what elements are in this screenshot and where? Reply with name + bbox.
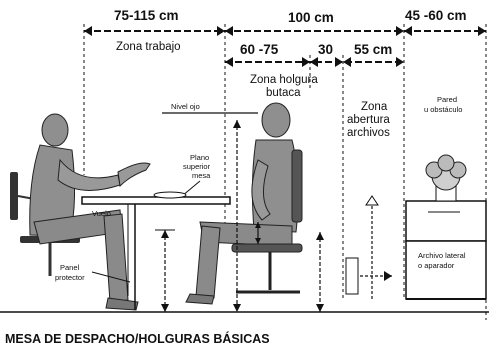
dim-75-115: 75-115 cm — [114, 8, 179, 23]
zona-archivos-label-1: Zona — [361, 101, 388, 113]
zona-archivos-label-3: archivos — [347, 127, 390, 139]
desk — [81, 191, 231, 312]
pared-label-2: u obstáculo — [424, 105, 462, 114]
vertical-dimensions — [233, 120, 324, 312]
plano-label-3: mesa — [192, 171, 211, 180]
archivo-label-1: Archivo lateral — [418, 251, 466, 260]
dim-100: 100 cm — [288, 10, 334, 25]
plano-label-2: superior — [183, 162, 211, 171]
nivel-ojo-label: Nivel ojo — [171, 102, 200, 111]
zona-archivos-label-2: abertura — [347, 114, 390, 126]
vuelo-label: Vuelo — [92, 209, 111, 218]
zona-holgura-label-2: butaca — [266, 87, 301, 99]
right-seated-figure — [185, 102, 303, 305]
dim-45-60: 45 -60 cm — [405, 8, 467, 23]
second-dimension-line — [225, 55, 404, 300]
zona-trabajo-label: Zona trabajo — [116, 41, 181, 53]
dim-60-75: 60 -75 — [240, 42, 279, 57]
zona-holgura-label-1: Zona holgura — [250, 74, 318, 86]
plano-label-1: Plano — [190, 153, 209, 162]
panel-label-2: protector — [55, 273, 85, 282]
dim-55: 55 cm — [354, 42, 392, 57]
archivo-label-2: o aparador — [418, 261, 455, 270]
plant — [425, 154, 467, 202]
diagram-caption: MESA DE DESPACHO/HOLGURAS BÁSICAS — [5, 331, 270, 346]
side-cabinet — [405, 200, 487, 300]
panel-label-1: Panel — [60, 263, 80, 272]
dim-30: 30 — [318, 42, 333, 57]
pared-label-1: Pared — [437, 95, 457, 104]
file-opening-arrows — [345, 195, 392, 300]
left-seated-figure — [10, 113, 151, 311]
